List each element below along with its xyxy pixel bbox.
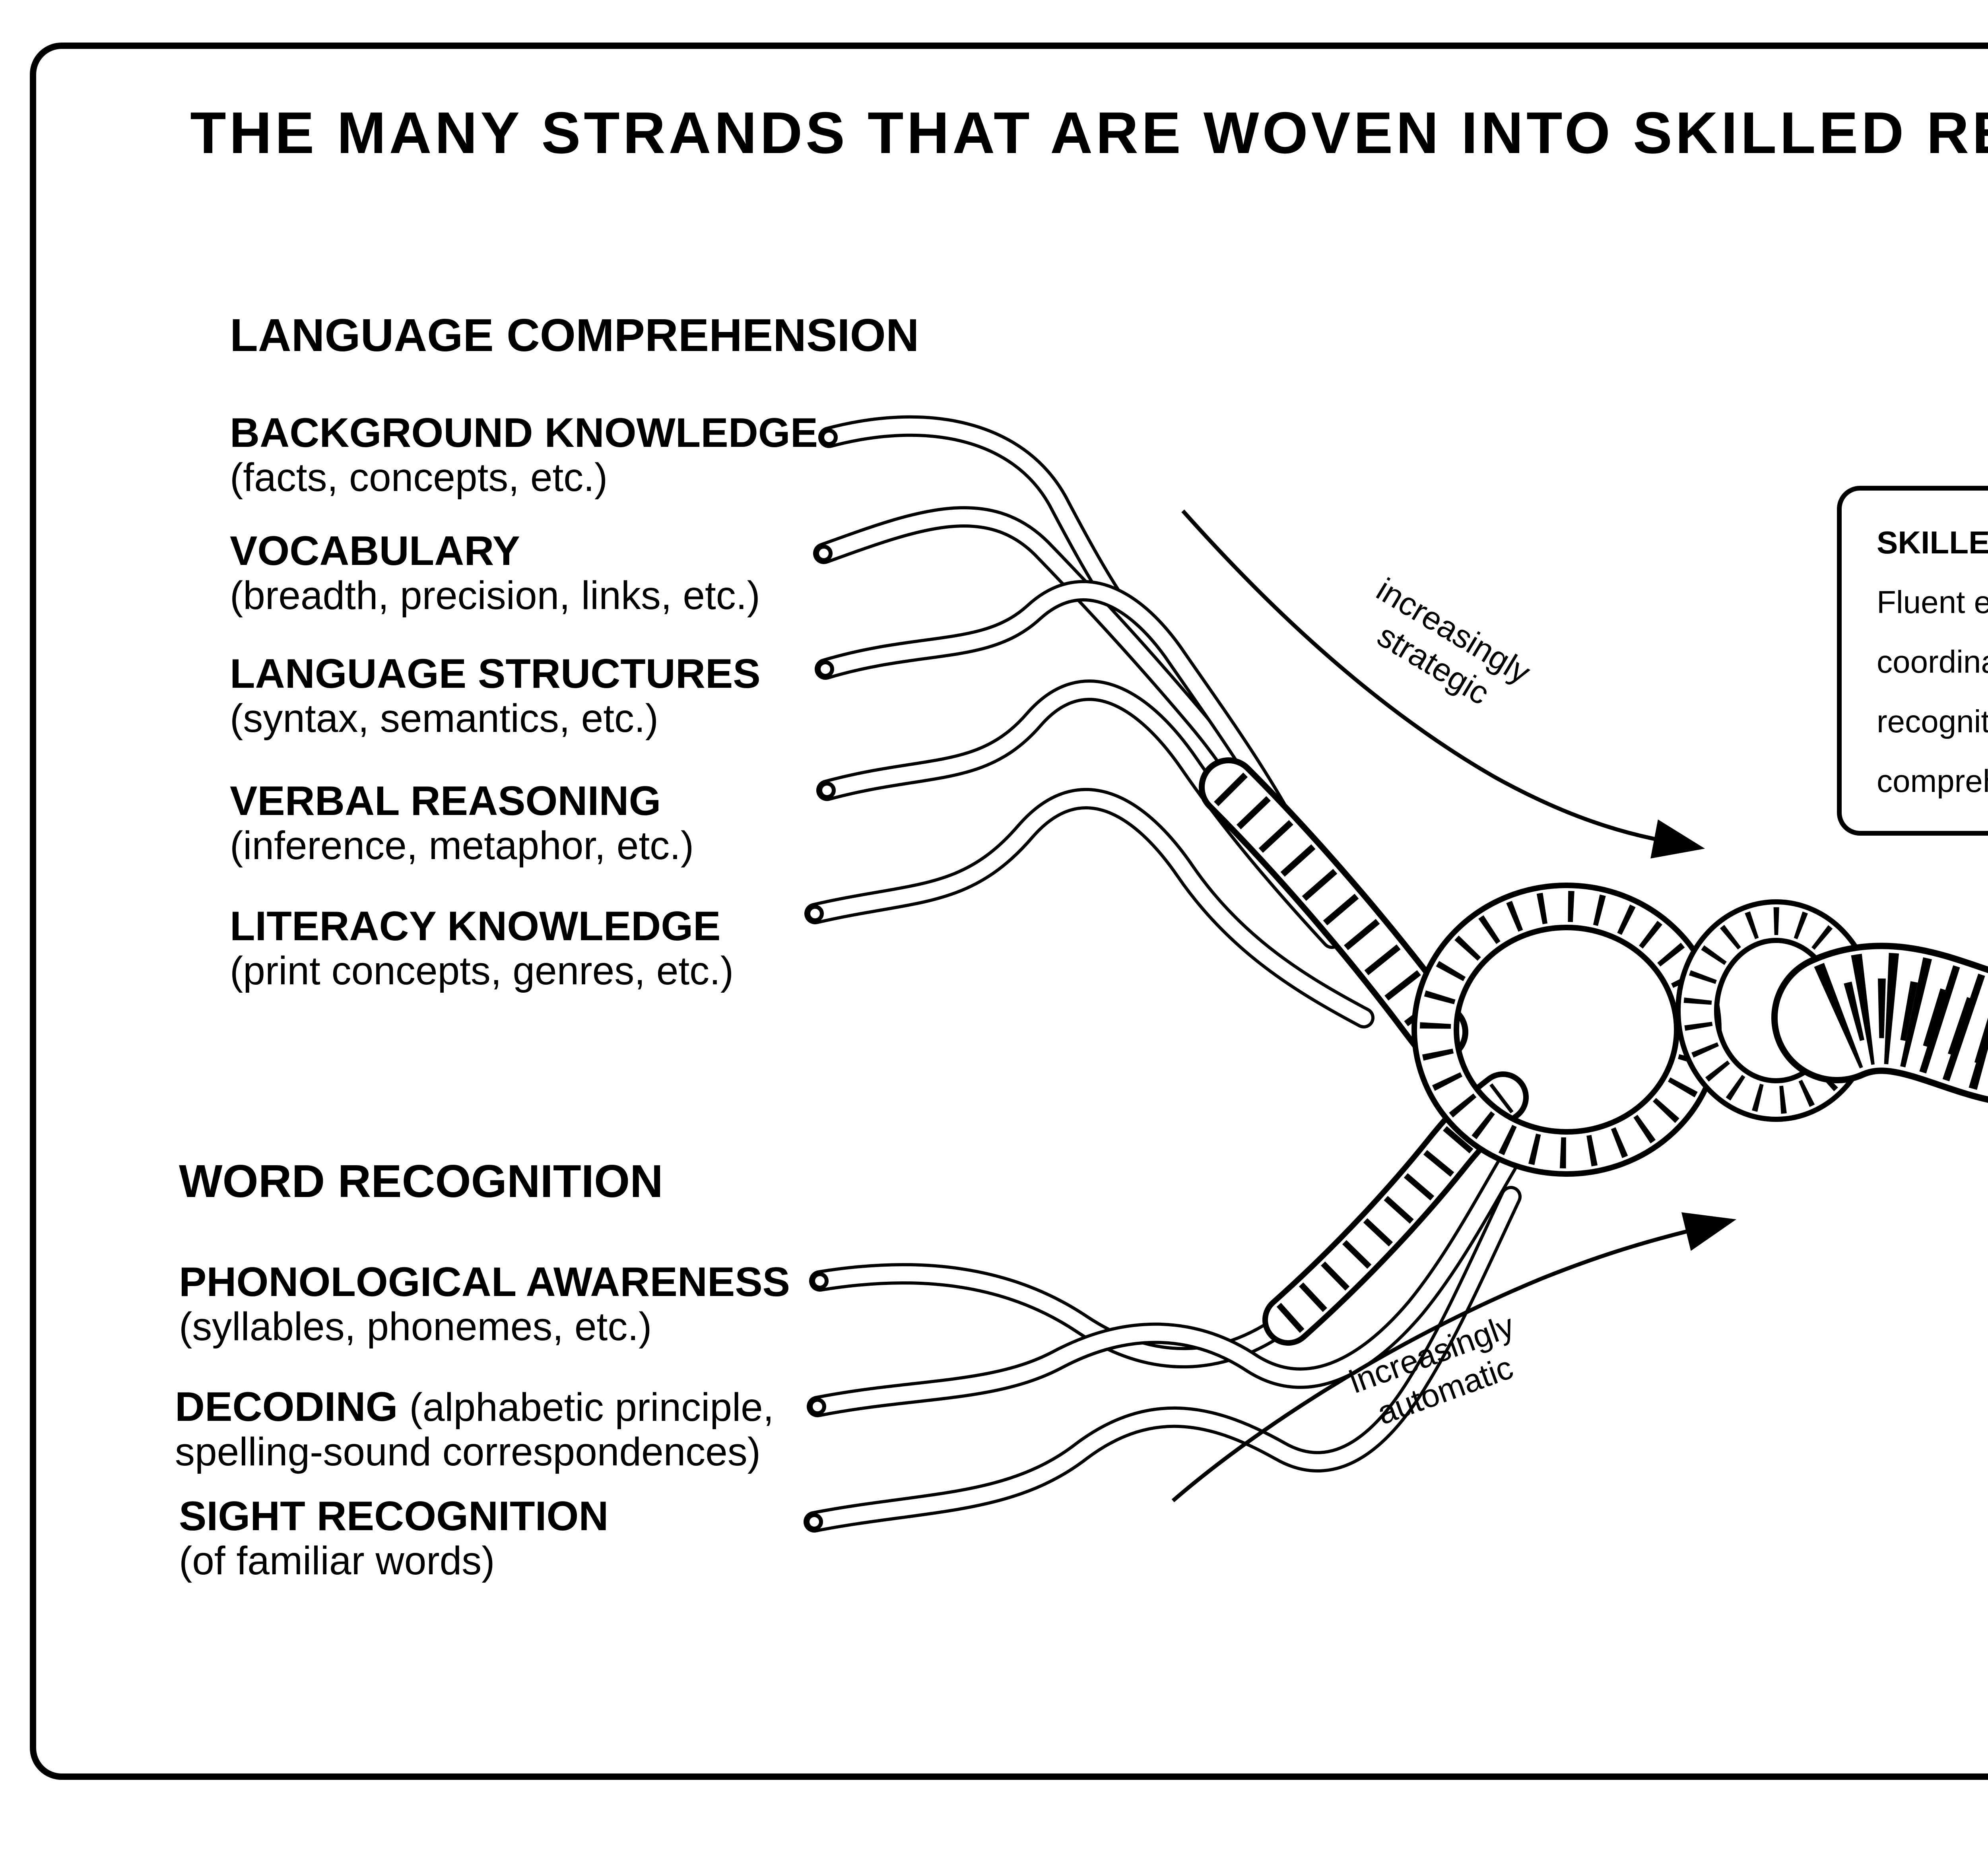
- item-detail: (of familiar words): [179, 1539, 495, 1583]
- page-title: THE MANY STRANDS THAT ARE WOVEN INTO SKI…: [190, 100, 1988, 166]
- item-name: VERBAL REASONING: [230, 778, 661, 824]
- item-phonological-awareness: PHONOLOGICAL AWARENESS (syllables, phone…: [179, 1260, 790, 1349]
- diagram-border: [30, 43, 1988, 1780]
- item-name: SIGHT RECOGNITION: [179, 1493, 609, 1539]
- item-literacy-knowledge: LITERACY KNOWLEDGE (print concepts, genr…: [230, 904, 734, 993]
- callout-line: coordination of word: [1877, 644, 1988, 679]
- item-detail-line2: spelling-sound correspondences): [175, 1430, 761, 1474]
- item-verbal-reasoning: VERBAL REASONING (inference, metaphor, e…: [230, 779, 694, 868]
- section-heading-word-recognition: WORD RECOGNITION: [179, 1155, 663, 1207]
- item-sight-recognition: SIGHT RECOGNITION (of familiar words): [179, 1494, 608, 1583]
- callout-heading: SKILLED READING:: [1877, 525, 1988, 560]
- item-background-knowledge: BACKGROUND KNOWLEDGE (facts, concepts, e…: [230, 411, 818, 500]
- callout-line: Fluent execution and: [1877, 584, 1988, 620]
- item-detail: (syntax, semantics, etc.): [230, 696, 659, 741]
- item-language-structures: LANGUAGE STRUCTURES (syntax, semantics, …: [230, 652, 761, 741]
- item-detail: (syllables, phonemes, etc.): [179, 1304, 652, 1349]
- item-detail: (inference, metaphor, etc.): [230, 823, 694, 868]
- item-name: BACKGROUND KNOWLEDGE: [230, 410, 818, 456]
- item-detail: (print concepts, genres, etc.): [230, 949, 734, 993]
- item-name: LITERACY KNOWLEDGE: [230, 903, 721, 949]
- section-heading-language-comprehension: LANGUAGE COMPREHENSION: [230, 309, 919, 361]
- item-detail: (facts, concepts, etc.): [230, 455, 608, 500]
- item-vocabulary: VOCABULARY (breadth, precision, links, e…: [230, 529, 760, 618]
- automatic-arrow: [1171, 1212, 1737, 1502]
- callout-line: recognition and text: [1877, 704, 1988, 739]
- item-decoding: DECODING (alphabetic principle, spelling…: [175, 1385, 774, 1474]
- item-name: DECODING: [175, 1384, 398, 1430]
- skilled-reading-rope: [1771, 943, 1988, 1103]
- item-name: LANGUAGE STRUCTURES: [230, 651, 761, 697]
- skilled-reading-callout: SKILLED READING: Fluent execution and co…: [1837, 486, 1988, 836]
- item-detail: (alphabetic principle,: [409, 1385, 774, 1430]
- item-detail: (breadth, precision, links, etc.): [230, 573, 760, 618]
- item-name: PHONOLOGICAL AWARENESS: [179, 1259, 790, 1305]
- language-strand-group: [804, 415, 1375, 1028]
- strand-tips: [806, 429, 838, 1531]
- item-name: VOCABULARY: [230, 528, 520, 574]
- strategic-arrow: [1181, 509, 1705, 859]
- callout-line: comprehension: [1877, 763, 1988, 799]
- rope-knot-loops: [1411, 883, 1877, 1177]
